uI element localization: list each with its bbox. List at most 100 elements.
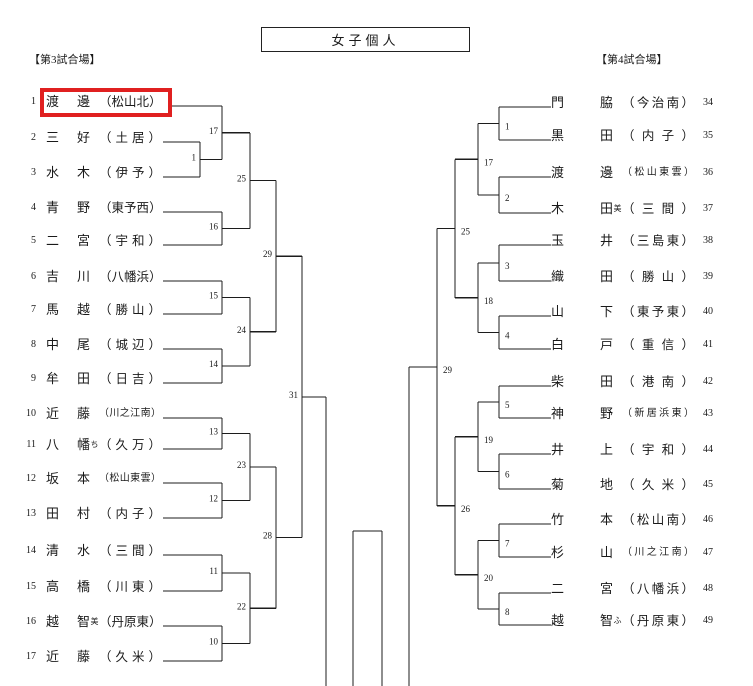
bracket-entry: 木田美（三間）37 [551,200,721,218]
school-name-char: 新 [634,408,645,419]
school-name-char: （ [622,614,635,628]
school-name-char: 幡 [651,582,665,596]
school-name-char: 間 [131,544,145,558]
school-name-char: 三 [636,234,650,248]
player-name-char: 二 [551,581,565,596]
player-name: 越智 [551,612,613,630]
school-name-char: 久 [115,650,128,664]
school-name-char: 山 [661,270,675,284]
school-name-char: 城 [115,338,128,352]
school-name-char: 川 [115,580,128,594]
school-name-char: 東 [636,305,650,319]
seed-number: 36 [703,167,713,178]
school-name-char: 勝 [641,270,655,284]
school-name-char: 土 [115,131,128,145]
match-number: 22 [237,601,246,611]
player-name: 八幡 [46,436,90,454]
bracket-entry: 織田（勝山）39 [551,268,721,286]
player-name-char: 坂 [46,471,60,486]
seed-number: 41 [703,339,713,350]
school-name-char: 東 [666,305,680,319]
player-name: 三好 [46,129,90,147]
school-name: （川之江南） [622,544,694,562]
school-name-char: 西 [136,201,150,215]
bracket-entry: 杉山（川之江南）47 [551,544,721,562]
player-name-char: 二 [46,233,60,248]
school-name-char: 宇 [641,443,655,457]
school-name-char: 八 [636,582,650,596]
school-name-char: ） [150,408,161,419]
match-number: 20 [484,573,494,583]
school-name-char: 居 [646,408,657,419]
player-name-char: 田 [599,269,613,284]
school-name-char: 居 [131,131,145,145]
school-name-char: 松 [634,167,645,178]
match-number: 14 [209,359,219,369]
school-name-char: 重 [641,338,655,352]
school-name-char: 予 [124,201,137,215]
seed-number: 5 [31,235,36,246]
school-name-char: 浜 [666,582,680,596]
player-name-char: 地 [599,477,613,492]
player-name-char: 近 [46,406,60,421]
school-name-char: （ [99,408,109,419]
seed-number: 43 [703,408,713,419]
seed-number: 14 [26,545,36,556]
school-name-char: （ [99,544,112,558]
school-name-char: 勝 [115,303,128,317]
bracket-entry: 玉井（三島東）38 [551,232,721,250]
player-name-char: 橋 [76,579,90,594]
match-number: 26 [461,504,471,514]
school-name-char: 南 [666,96,680,110]
school-name-char: ） [148,234,161,248]
player-name-char: 越 [76,302,90,317]
school-name-char: ） [681,270,694,284]
school-name: （内子） [99,505,161,523]
school-name-char: 吉 [131,372,145,386]
school-name-char: 子 [131,507,145,521]
school-name-char: ） [681,234,694,248]
player-name: 渡邊 [46,93,90,111]
player-name-char: 吉 [46,269,60,284]
school-name-char: （ [99,580,112,594]
player-name: 木田 [551,200,613,218]
school-name: （久米） [622,476,694,494]
seed-number: 48 [703,583,713,594]
given-name-initial: 美 [90,617,99,626]
school-name: （宇和） [622,441,694,459]
seed-number: 15 [26,581,36,592]
school-name-char: （ [99,372,112,386]
player-name-char: 井 [551,442,565,457]
school-name-char: 東 [131,580,145,594]
school-name-char: 山 [131,303,145,317]
school-name-char: 山 [119,473,130,484]
school-name-char: （ [99,507,112,521]
school-name-char: （ [622,582,635,596]
match-number: 5 [505,400,510,410]
given-name-initial: ち [90,440,99,449]
school-name-char: 今 [636,96,650,110]
school-name-char: ） [681,582,694,596]
seed-number: 38 [703,235,713,246]
seed-number: 17 [26,651,36,662]
match-number: 24 [237,325,247,335]
match-number: 4 [505,331,510,341]
player-name-char: 馬 [46,302,60,317]
player-name: 水木 [46,164,90,182]
school-name: （三間） [99,542,161,560]
school-name: （三島東） [622,232,694,250]
player-name-char: 黒 [551,128,565,143]
school-name-char: （ [622,129,635,143]
player-name: 神野 [551,405,613,423]
player-name: 山下 [551,303,613,321]
school-name: （久米） [99,648,161,666]
school-name-char: 万 [131,438,145,452]
school-name-char: 日 [115,372,128,386]
school-name-char: （ [99,270,112,284]
